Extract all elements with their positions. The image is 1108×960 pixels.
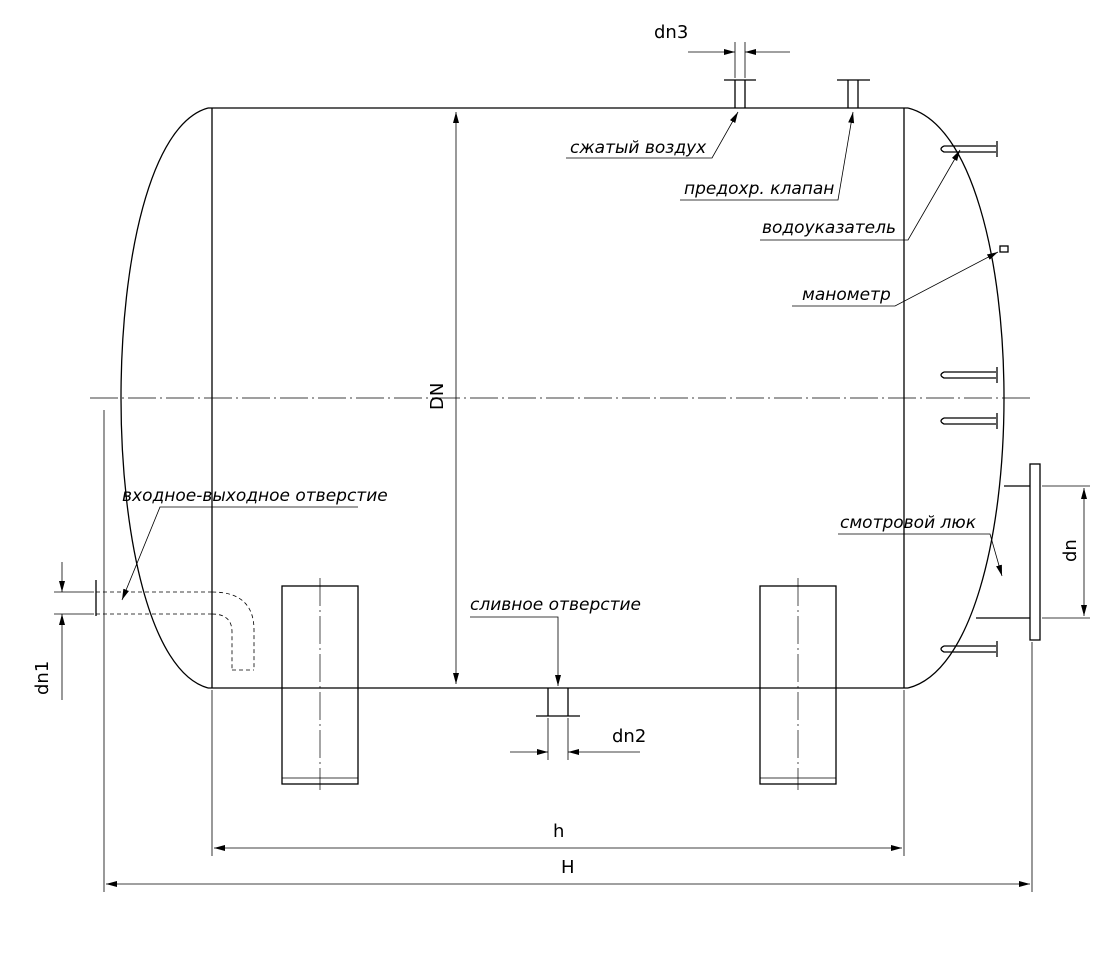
manometer-label: манометр bbox=[802, 285, 891, 305]
dn2-label: dn2 bbox=[612, 726, 646, 747]
water-gauge-label: водоуказатель bbox=[762, 218, 896, 238]
dn1-label: dn1 bbox=[32, 661, 53, 695]
dim-dn2: dn2 bbox=[510, 718, 646, 760]
label-water-gauge: водоуказатель bbox=[760, 149, 961, 241]
compressed-air-nozzle bbox=[724, 79, 756, 108]
inlet-outlet-pipe bbox=[95, 580, 255, 671]
dim-dn1: dn1 bbox=[32, 562, 94, 700]
dim-dn3: dn3 bbox=[654, 22, 790, 78]
right-support bbox=[759, 578, 837, 790]
manometer-fitting bbox=[999, 245, 1009, 253]
compressed-air-label: сжатый воздух bbox=[570, 138, 707, 158]
dn-label: dn bbox=[1060, 539, 1081, 562]
label-manometer: манометр bbox=[792, 251, 999, 307]
H-label: H bbox=[561, 857, 575, 878]
h-label: h bbox=[553, 821, 564, 842]
safety-valve-label: предохр. клапан bbox=[684, 179, 834, 199]
safety-valve-nozzle bbox=[837, 79, 870, 108]
drain-label: сливное отверстие bbox=[470, 595, 641, 615]
dim-h: h bbox=[211, 690, 905, 856]
dim-dn: dn bbox=[1042, 485, 1090, 619]
label-drain: сливное отверстие bbox=[470, 595, 641, 686]
label-manhole: смотровой люк bbox=[838, 513, 1003, 577]
drain-nozzle bbox=[536, 688, 580, 717]
dim-DN: DN bbox=[427, 112, 459, 684]
inlet-outlet-label: входное-выходное отверстие bbox=[122, 486, 388, 506]
manhole-label: смотровой люк bbox=[840, 513, 977, 533]
dn3-label: dn3 bbox=[654, 22, 688, 43]
label-compressed-air: сжатый воздух bbox=[566, 111, 739, 159]
DN-label: DN bbox=[427, 383, 448, 410]
left-support bbox=[281, 578, 359, 790]
water-gauge-fittings bbox=[940, 141, 998, 657]
dim-H: H bbox=[103, 410, 1033, 892]
label-safety-valve: предохр. клапан bbox=[680, 111, 855, 201]
label-inlet-outlet: входное-выходное отверстие bbox=[121, 486, 388, 601]
manhole bbox=[976, 463, 1041, 641]
